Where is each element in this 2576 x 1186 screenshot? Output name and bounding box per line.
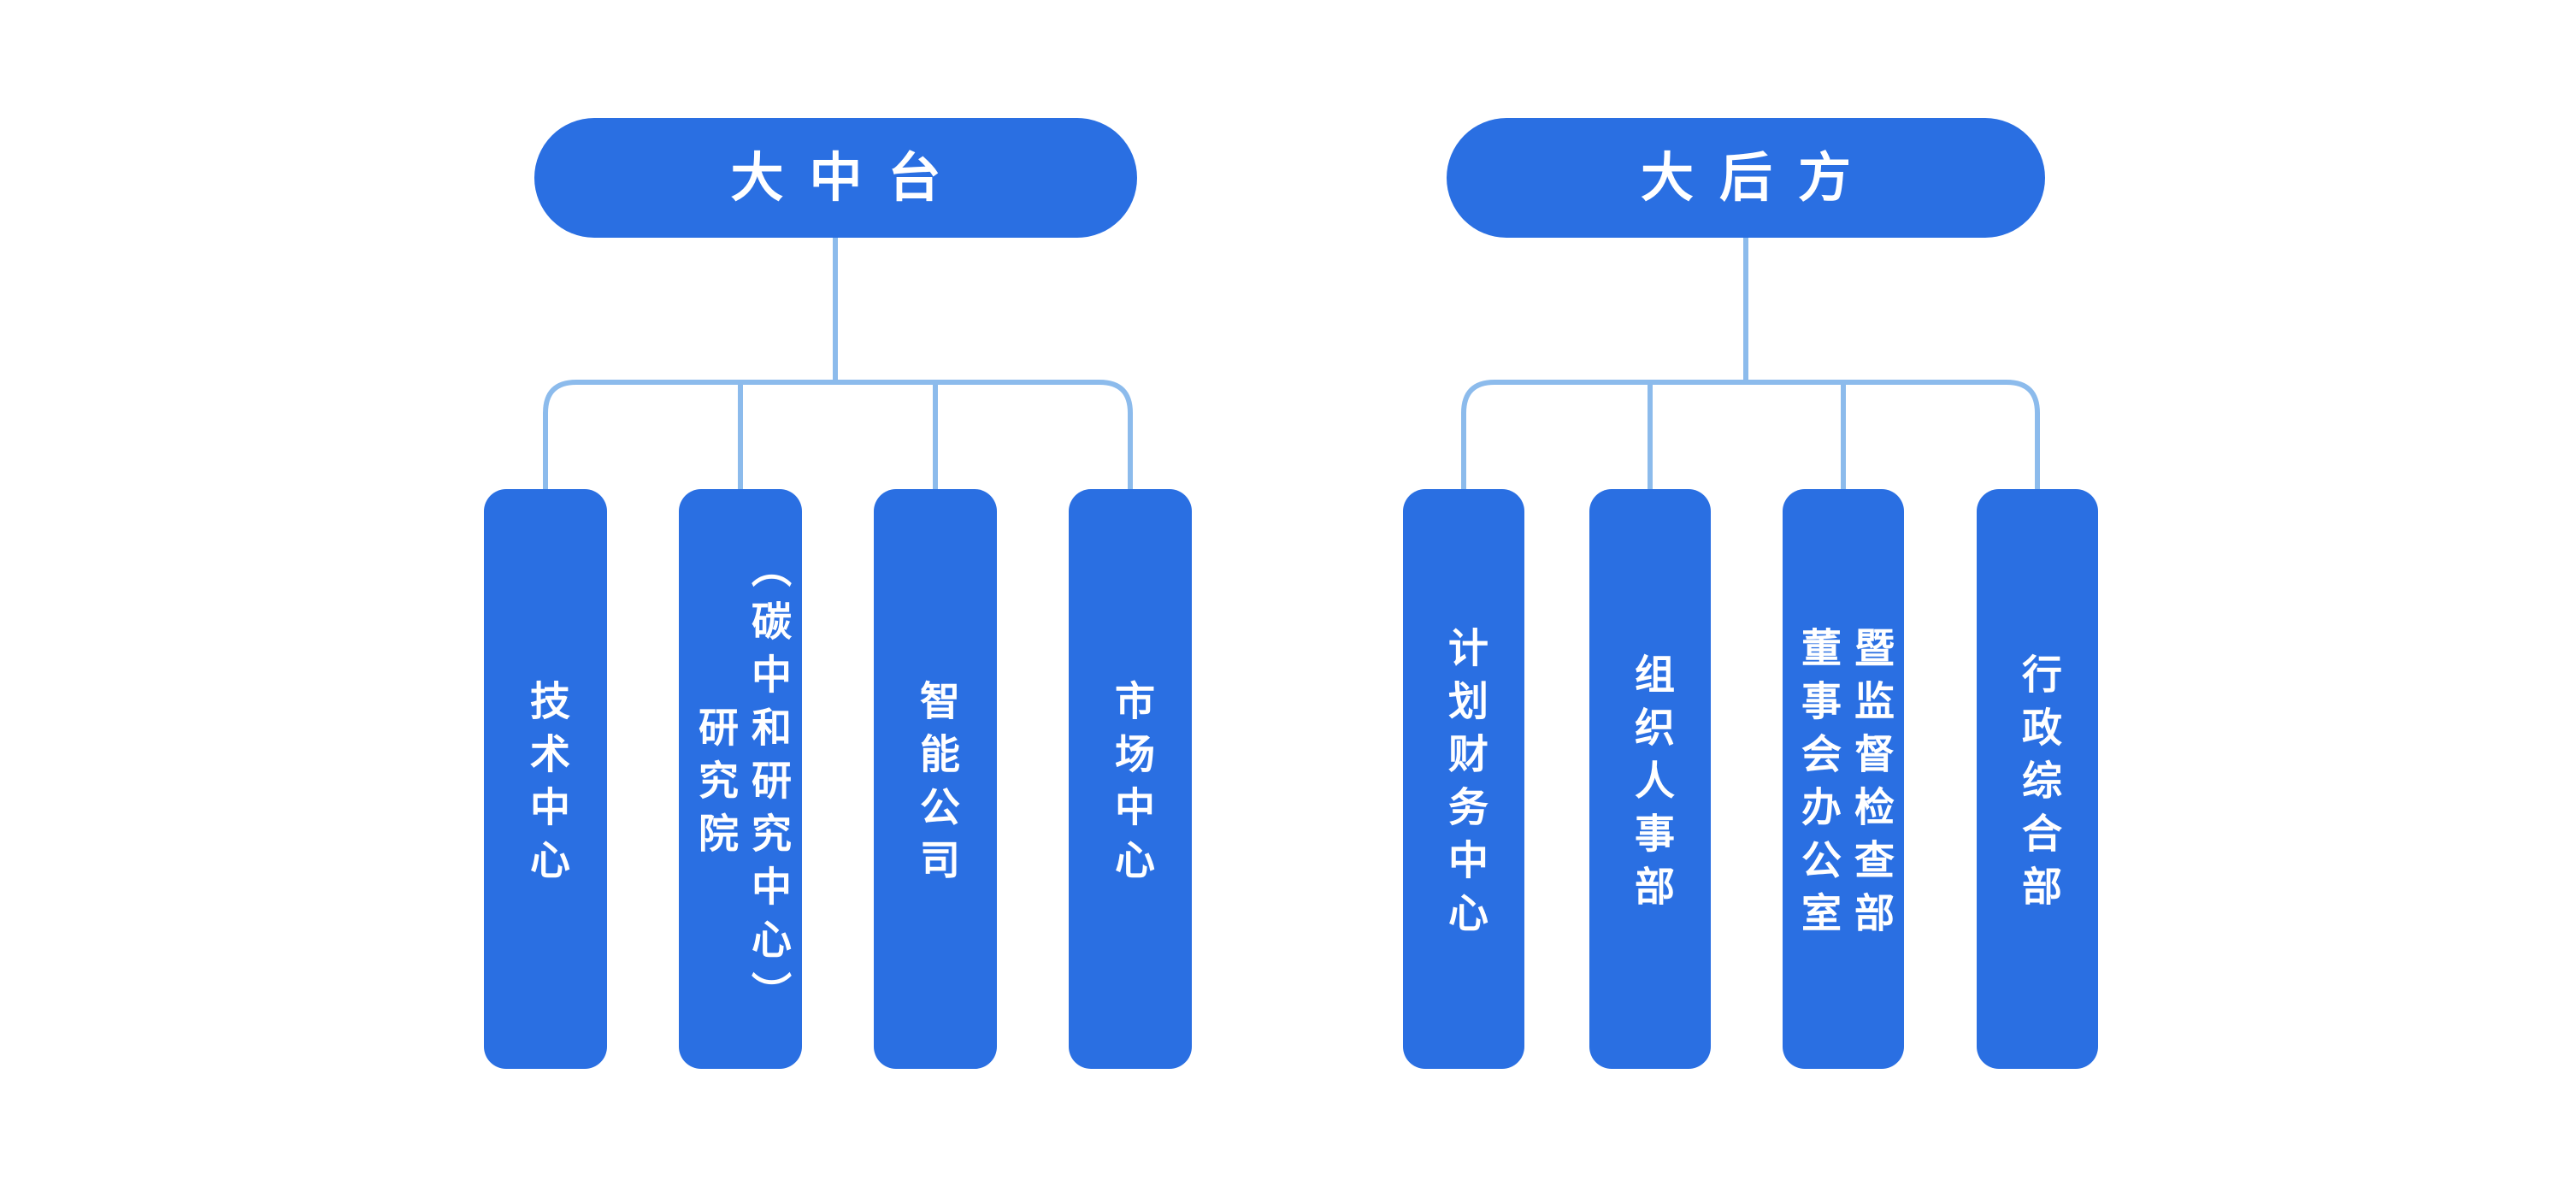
dept-node-planning-finance-center: 计划财务中心 xyxy=(1403,489,1524,1069)
dept-node-market-center: 市场中心 xyxy=(1069,489,1192,1069)
dept-node-label: 行政综合部 xyxy=(2014,652,2061,918)
dept-node-org-hr-dept: 组织人事部 xyxy=(1589,489,1711,1069)
dept-node-board-office-supervision: 董事会办公室 暨监督检查部 xyxy=(1783,489,1904,1069)
dept-node-admin-general-dept: 行政综合部 xyxy=(1977,489,2098,1069)
dept-node-label: 技术中心 xyxy=(522,679,569,892)
parent-node-label: 大后方 xyxy=(1640,146,1877,209)
parent-node-label: 大中台 xyxy=(730,146,967,209)
dept-node-research-institute: 研究院 （碳中和研究中心） xyxy=(679,489,802,1069)
dept-node-label: 智能公司 xyxy=(912,679,959,892)
parent-node-dahoufang: 大后方 xyxy=(1447,118,2045,238)
dept-node-label: 计划财务中心 xyxy=(1441,626,1488,945)
dept-node-label: 组织人事部 xyxy=(1627,652,1674,918)
dept-node-label: 研究院 （碳中和研究中心） xyxy=(691,546,791,1024)
dept-node-tech-center: 技术中心 xyxy=(484,489,607,1069)
dept-node-label: 董事会办公室 暨监督检查部 xyxy=(1794,626,1894,945)
dept-node-label: 市场中心 xyxy=(1107,679,1154,892)
connector-bus-left xyxy=(543,380,1133,492)
connector-bus-right xyxy=(1461,380,2040,492)
parent-node-dazhongtai: 大中台 xyxy=(534,118,1137,238)
dept-node-intelligent-company: 智能公司 xyxy=(874,489,997,1069)
